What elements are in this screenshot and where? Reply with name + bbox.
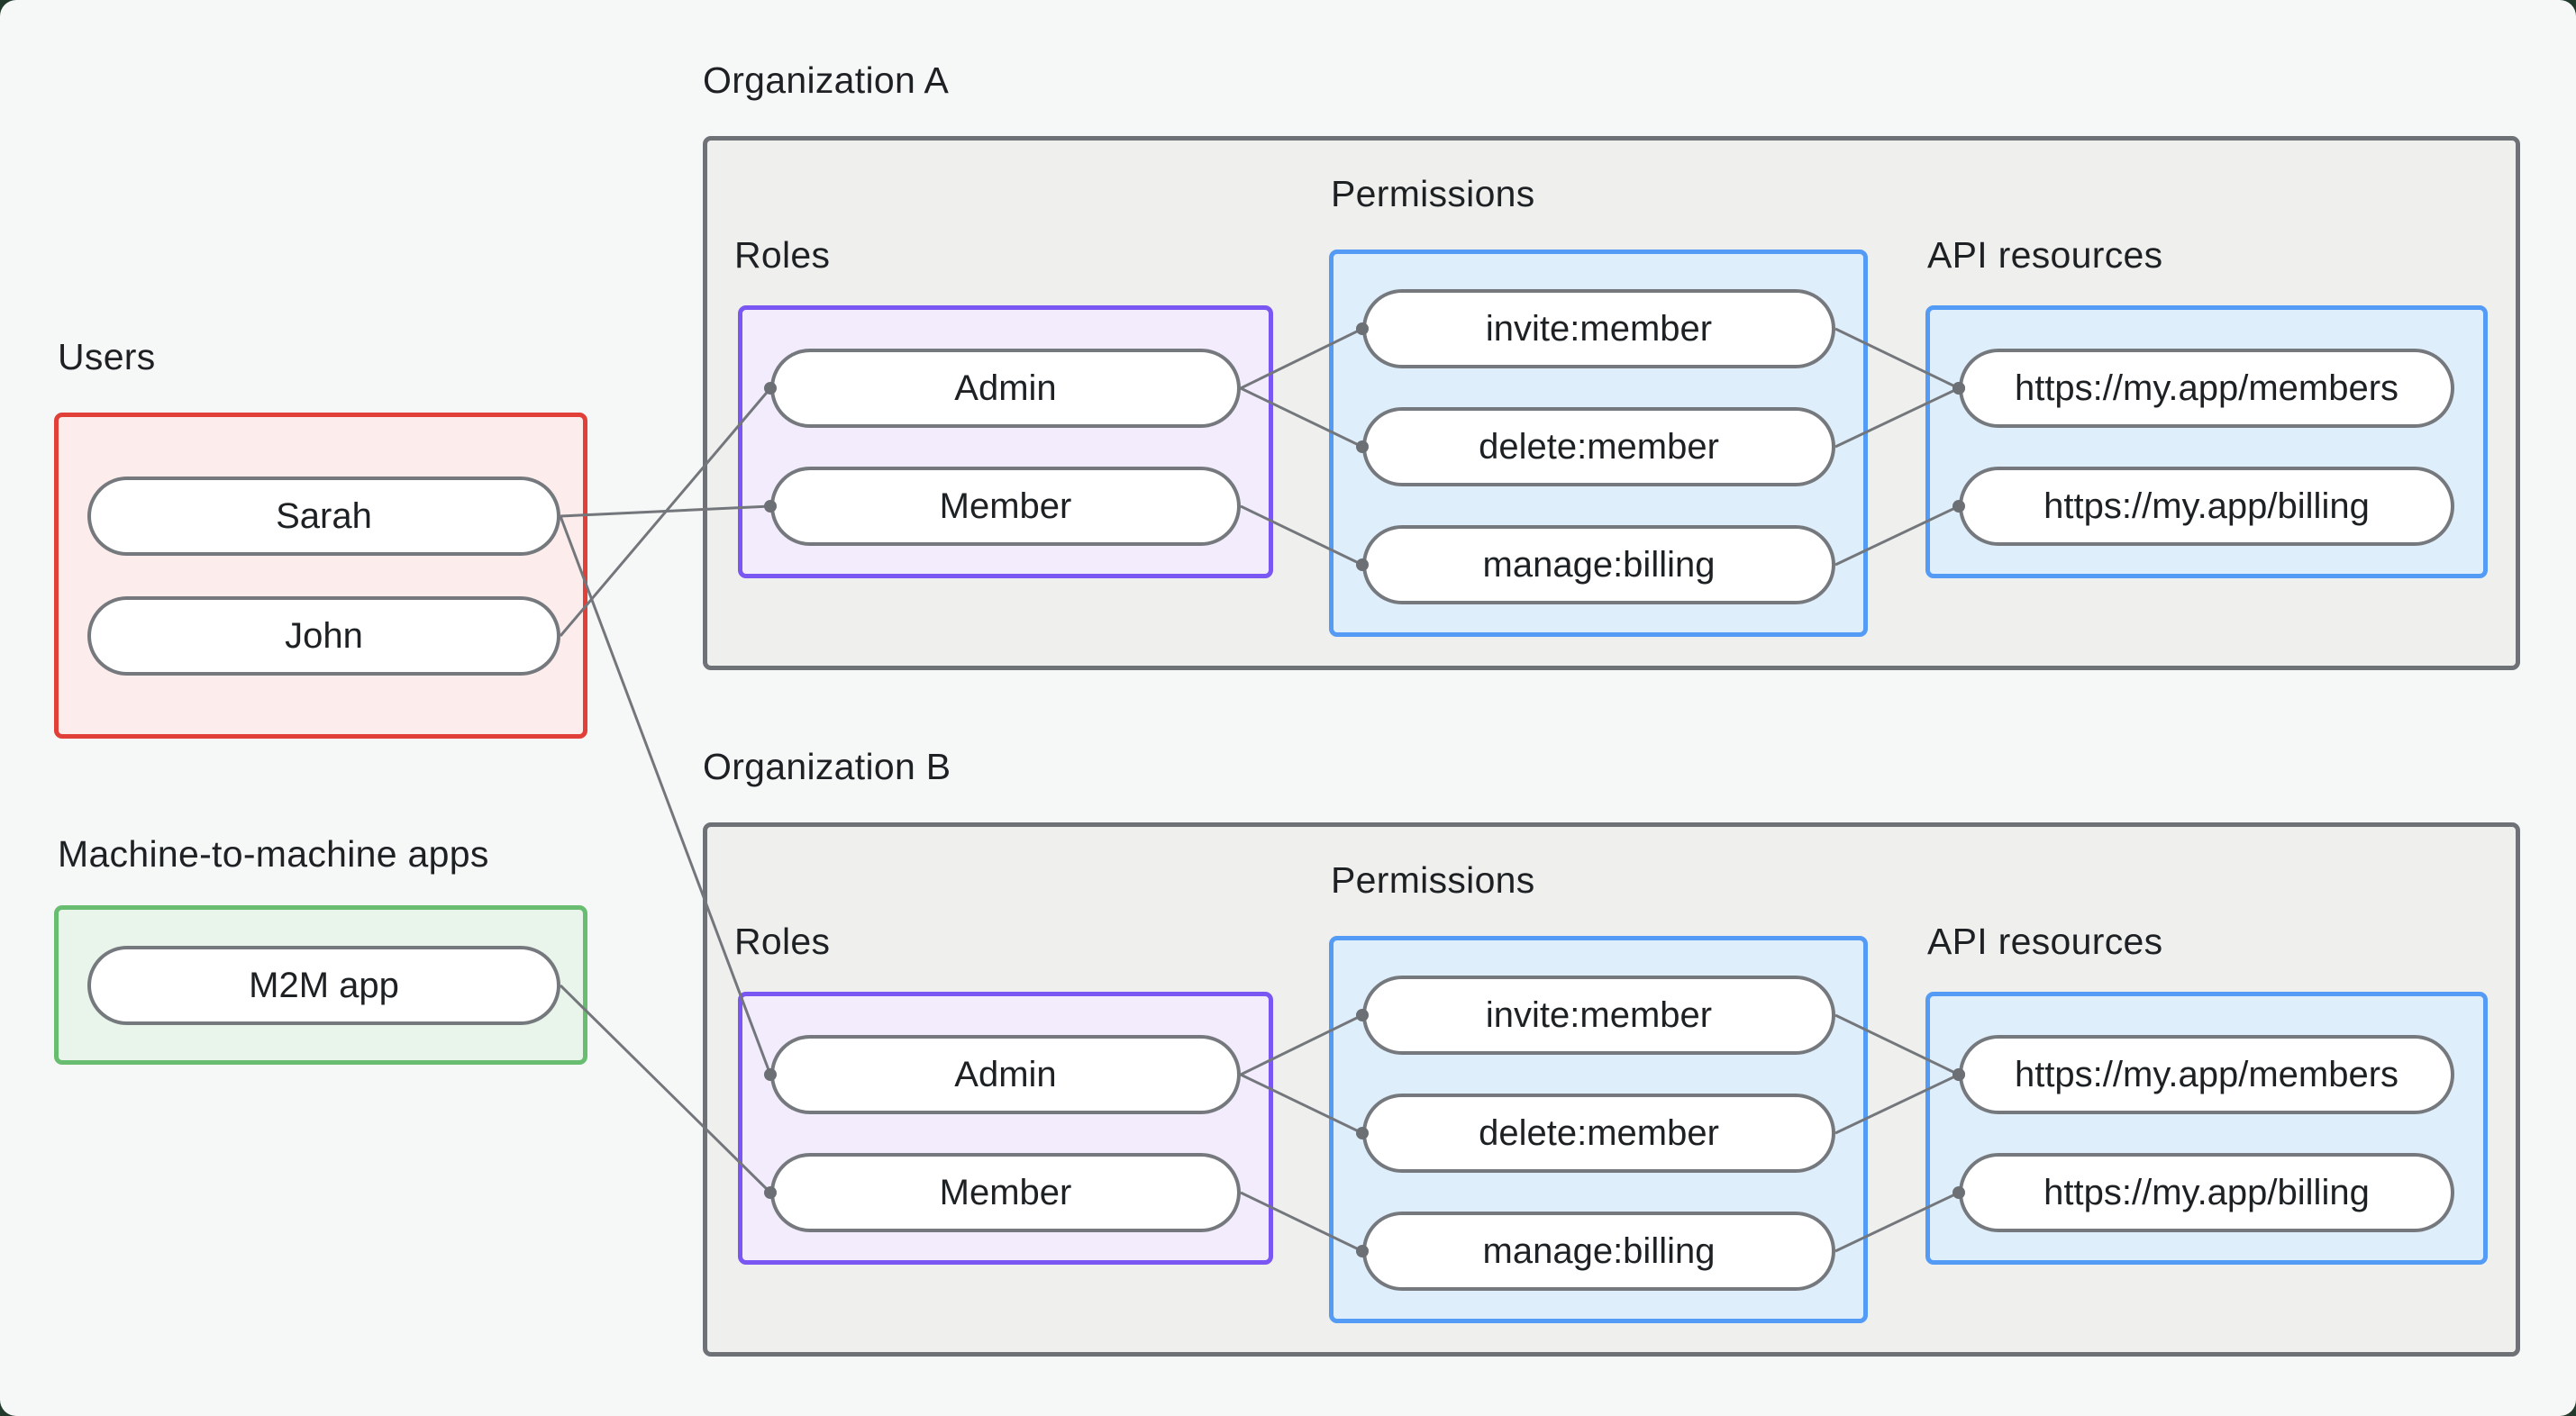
node-org-a-delete-member: delete:member xyxy=(1362,407,1835,486)
node-org-b-admin: Admin xyxy=(770,1035,1241,1114)
node-org-a-admin: Admin xyxy=(770,349,1241,428)
org-b-roles-title: Roles xyxy=(734,921,831,962)
node-user-sarah: Sarah xyxy=(87,477,560,556)
m2m-group-title: Machine-to-machine apps xyxy=(58,833,489,875)
org-a-title: Organization A xyxy=(703,59,950,101)
users-group-box xyxy=(54,413,587,739)
node-org-a-member: Member xyxy=(770,467,1241,546)
org-a-roles-title: Roles xyxy=(734,234,831,276)
org-b-api-title: API resources xyxy=(1927,921,2163,962)
org-b-title: Organization B xyxy=(703,746,951,787)
node-user-john: John xyxy=(87,596,560,676)
users-group-title: Users xyxy=(58,336,156,377)
node-org-b-invite-member: invite:member xyxy=(1362,976,1835,1055)
node-org-a-billing-resource: https://my.app/billing xyxy=(1959,467,2454,546)
node-m2m-app: M2M app xyxy=(87,946,560,1025)
org-b-permissions-title: Permissions xyxy=(1331,859,1535,901)
node-org-b-billing-resource: https://my.app/billing xyxy=(1959,1153,2454,1232)
node-org-b-delete-member: delete:member xyxy=(1362,1094,1835,1173)
node-org-b-members-resource: https://my.app/members xyxy=(1959,1035,2454,1114)
node-org-b-manage-billing: manage:billing xyxy=(1362,1212,1835,1291)
node-org-b-member: Member xyxy=(770,1153,1241,1232)
node-org-a-members-resource: https://my.app/members xyxy=(1959,349,2454,428)
node-org-a-invite-member: invite:member xyxy=(1362,289,1835,368)
node-org-a-manage-billing: manage:billing xyxy=(1362,525,1835,604)
org-a-api-title: API resources xyxy=(1927,234,2163,276)
org-a-permissions-title: Permissions xyxy=(1331,173,1535,214)
